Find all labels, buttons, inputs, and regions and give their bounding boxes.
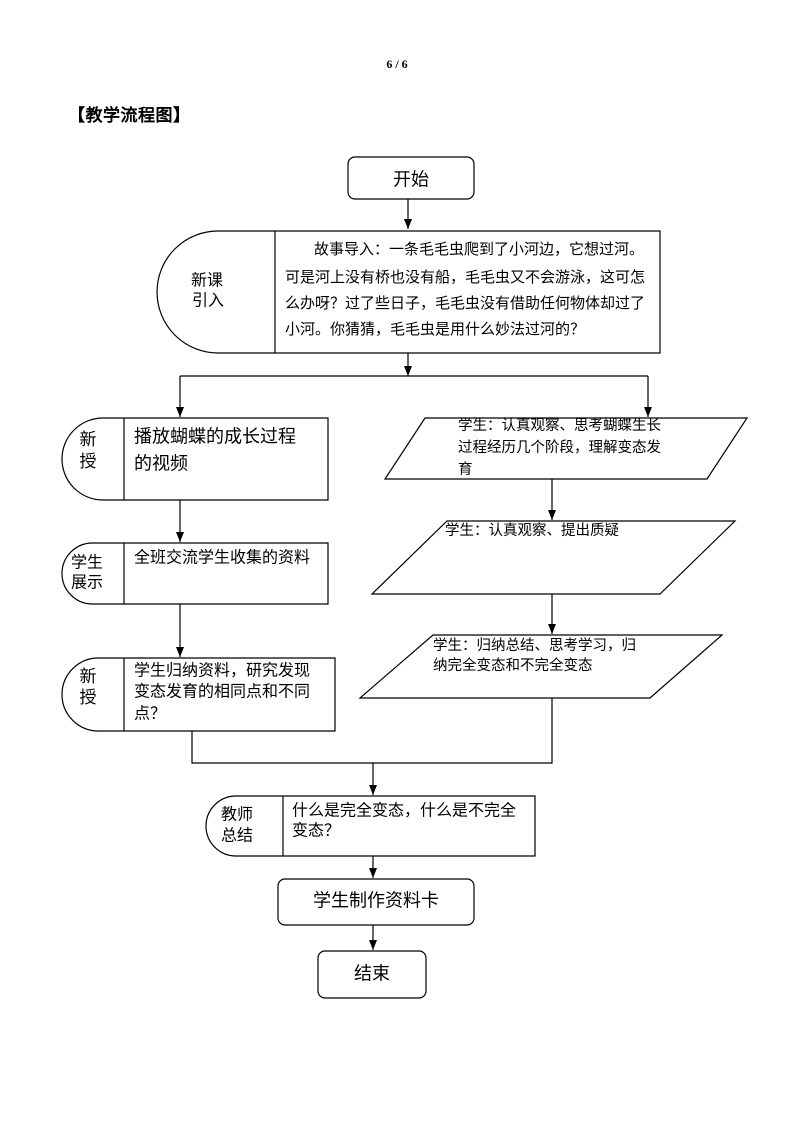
student-activity-text-line: 学生：认真观察、提出质疑 [445, 521, 619, 539]
student-activity-observe [383, 417, 749, 480]
intro-box [156, 230, 661, 354]
student-show-text: 全班交流学生收集的资料 [134, 548, 310, 567]
teaching-text-line: 点？ [134, 704, 166, 723]
teacher-summary-label-line: 总结 [221, 826, 253, 845]
student-show-box [61, 542, 329, 605]
intro-text-line: 么办呀？过了些日子，毛毛虫没有借助任何物体却过了 [285, 294, 645, 312]
student-activity-text-line: 学生：归纳总结、思考学习，归 [433, 637, 636, 654]
start-terminal [347, 156, 475, 200]
intro-label-line: 引入 [192, 291, 224, 310]
teaching-label-line: 授 [80, 452, 97, 472]
end-terminal [317, 950, 427, 999]
activity-label: 学生制作资料卡 [313, 891, 439, 912]
student-activity-text-line: 学生：认真观察、思考蝴蝶生长 [458, 416, 661, 434]
teaching-box-compare [61, 657, 336, 732]
teaching-text-line: 学生归纳资料，研究发现 [134, 661, 310, 680]
intro-label-line: 新课 [191, 271, 223, 290]
teacher-summary-box [205, 795, 536, 857]
activity-box [277, 878, 475, 926]
teaching-label-line: 授 [80, 688, 97, 708]
start-label: 开始 [393, 170, 429, 191]
intro-text-line: 小河。你猜猜，毛毛虫是用什么妙法过河的？ [285, 320, 585, 338]
student-activity-text-line: 育 [458, 461, 473, 478]
branch-merge-line [191, 698, 553, 764]
teacher-summary-label-line: 教师 [221, 805, 253, 824]
teaching-label-line: 新 [80, 430, 97, 450]
page-number: 6 / 6 [386, 57, 408, 71]
section-title: 【教学流程图】 [68, 106, 191, 126]
teaching-text-line: 变态发育的相同点和不同 [134, 682, 310, 701]
student-show-label-line: 学生 [71, 553, 103, 572]
intro-text-line: 故事导入：一条毛毛虫爬到了小河边，它想过河。 [314, 240, 644, 258]
student-activity-text-line: 纳完全变态和不完全变态 [433, 656, 593, 674]
student-activity-question [370, 520, 737, 595]
teacher-summary-text-line: 变态？ [292, 821, 340, 840]
intro-text-line: 可是河上没有桥也没有船，毛毛虫又不会游泳，这可怎 [285, 268, 645, 286]
end-label: 结束 [354, 964, 390, 985]
student-show-label-line: 展示 [71, 573, 103, 592]
teaching-label-line: 新 [80, 667, 97, 687]
teaching-text-line: 播放蝴蝶的成长过程 [134, 427, 296, 448]
student-activity-text-line: 过程经历几个阶段，理解变态发 [458, 439, 661, 456]
teaching-text-line: 的视频 [134, 454, 188, 475]
teaching-box-video [61, 417, 329, 501]
student-activity-summarize [358, 634, 724, 699]
teacher-summary-text-line: 什么是完全变态，什么是不完全 [292, 801, 516, 820]
